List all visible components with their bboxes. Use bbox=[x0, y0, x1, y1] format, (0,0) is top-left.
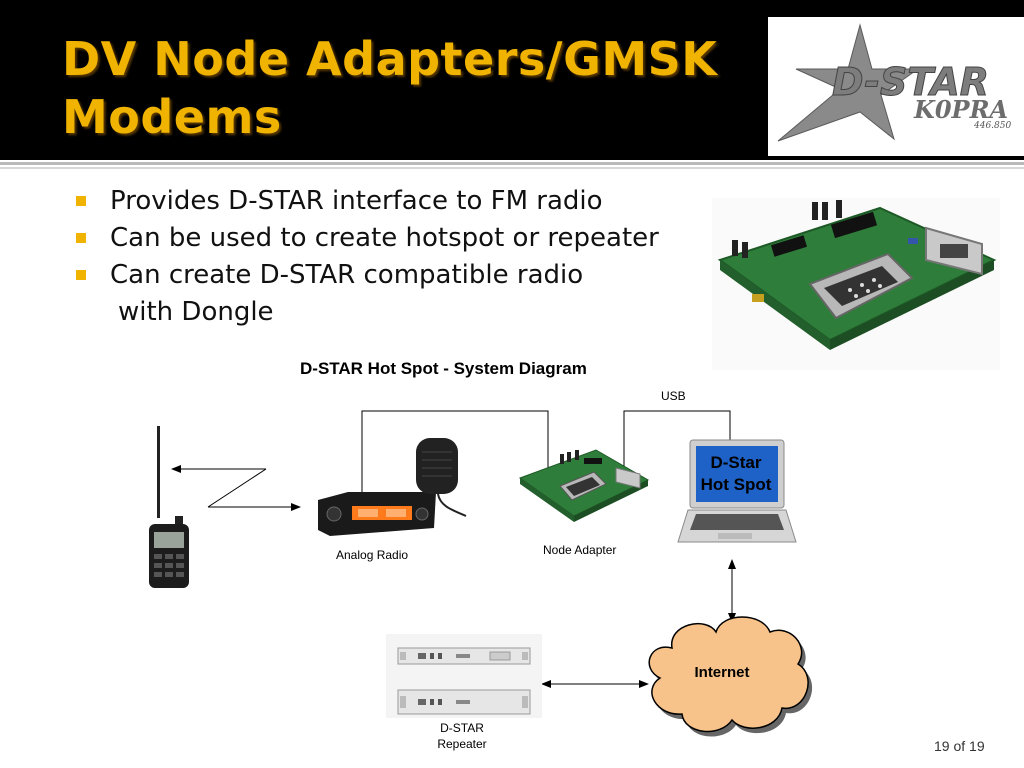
bullet-square-icon bbox=[76, 196, 86, 206]
analog-radio-icon bbox=[318, 438, 467, 536]
analog-radio-label: Analog Radio bbox=[336, 548, 408, 562]
slide-title-line2: Modems bbox=[62, 90, 282, 144]
slide-title-line1: DV Node Adapters/GMSK bbox=[62, 32, 718, 86]
logo-callsign: K0PRA bbox=[913, 95, 1008, 124]
repeater-icon bbox=[386, 634, 542, 718]
usb-label: USB bbox=[661, 389, 686, 403]
laptop-screen-line1: D-Star bbox=[710, 453, 761, 472]
diagram-title: D-STAR Hot Spot - System Diagram bbox=[300, 359, 587, 378]
node-adapter-photo bbox=[712, 198, 1000, 370]
bullet-continuation: with Dongle bbox=[118, 297, 274, 327]
radio-adapter-cable bbox=[361, 410, 549, 494]
node-adapter-label: Node Adapter bbox=[543, 543, 616, 557]
bullet-item: Can be used to create hotspot or repeate… bbox=[74, 220, 659, 257]
logo-frequency: 446.850 bbox=[973, 121, 1011, 131]
logo-text: D-STAR bbox=[832, 60, 989, 104]
header-rule-thin bbox=[0, 167, 1024, 169]
handheld-radio-icon bbox=[149, 426, 189, 588]
laptop-icon bbox=[677, 439, 797, 543]
dstar-logo: D-STAR K0PRA 446.850 bbox=[768, 17, 1024, 156]
repeater-label-line2: Repeater bbox=[437, 737, 486, 751]
bullet-square-icon bbox=[76, 270, 86, 280]
header-rule bbox=[0, 162, 1024, 165]
slide-title: DV Node Adapters/GMSK Modems bbox=[62, 30, 717, 146]
star-icon bbox=[777, 23, 920, 142]
internet-label: Internet bbox=[694, 664, 749, 681]
internet-cloud-icon bbox=[648, 616, 813, 737]
page-number: 19 of 19 bbox=[934, 738, 985, 754]
bullet-list: Provides D-STAR interface to FM radio Ca… bbox=[74, 183, 659, 331]
usb-cable bbox=[623, 410, 731, 478]
repeater-label-line1: D-STAR bbox=[440, 721, 484, 735]
bullet-item: Provides D-STAR interface to FM radio bbox=[74, 183, 659, 220]
bullet-square-icon bbox=[76, 233, 86, 243]
laptop-screen-line2: Hot Spot bbox=[701, 475, 772, 494]
node-adapter-icon bbox=[518, 449, 650, 522]
